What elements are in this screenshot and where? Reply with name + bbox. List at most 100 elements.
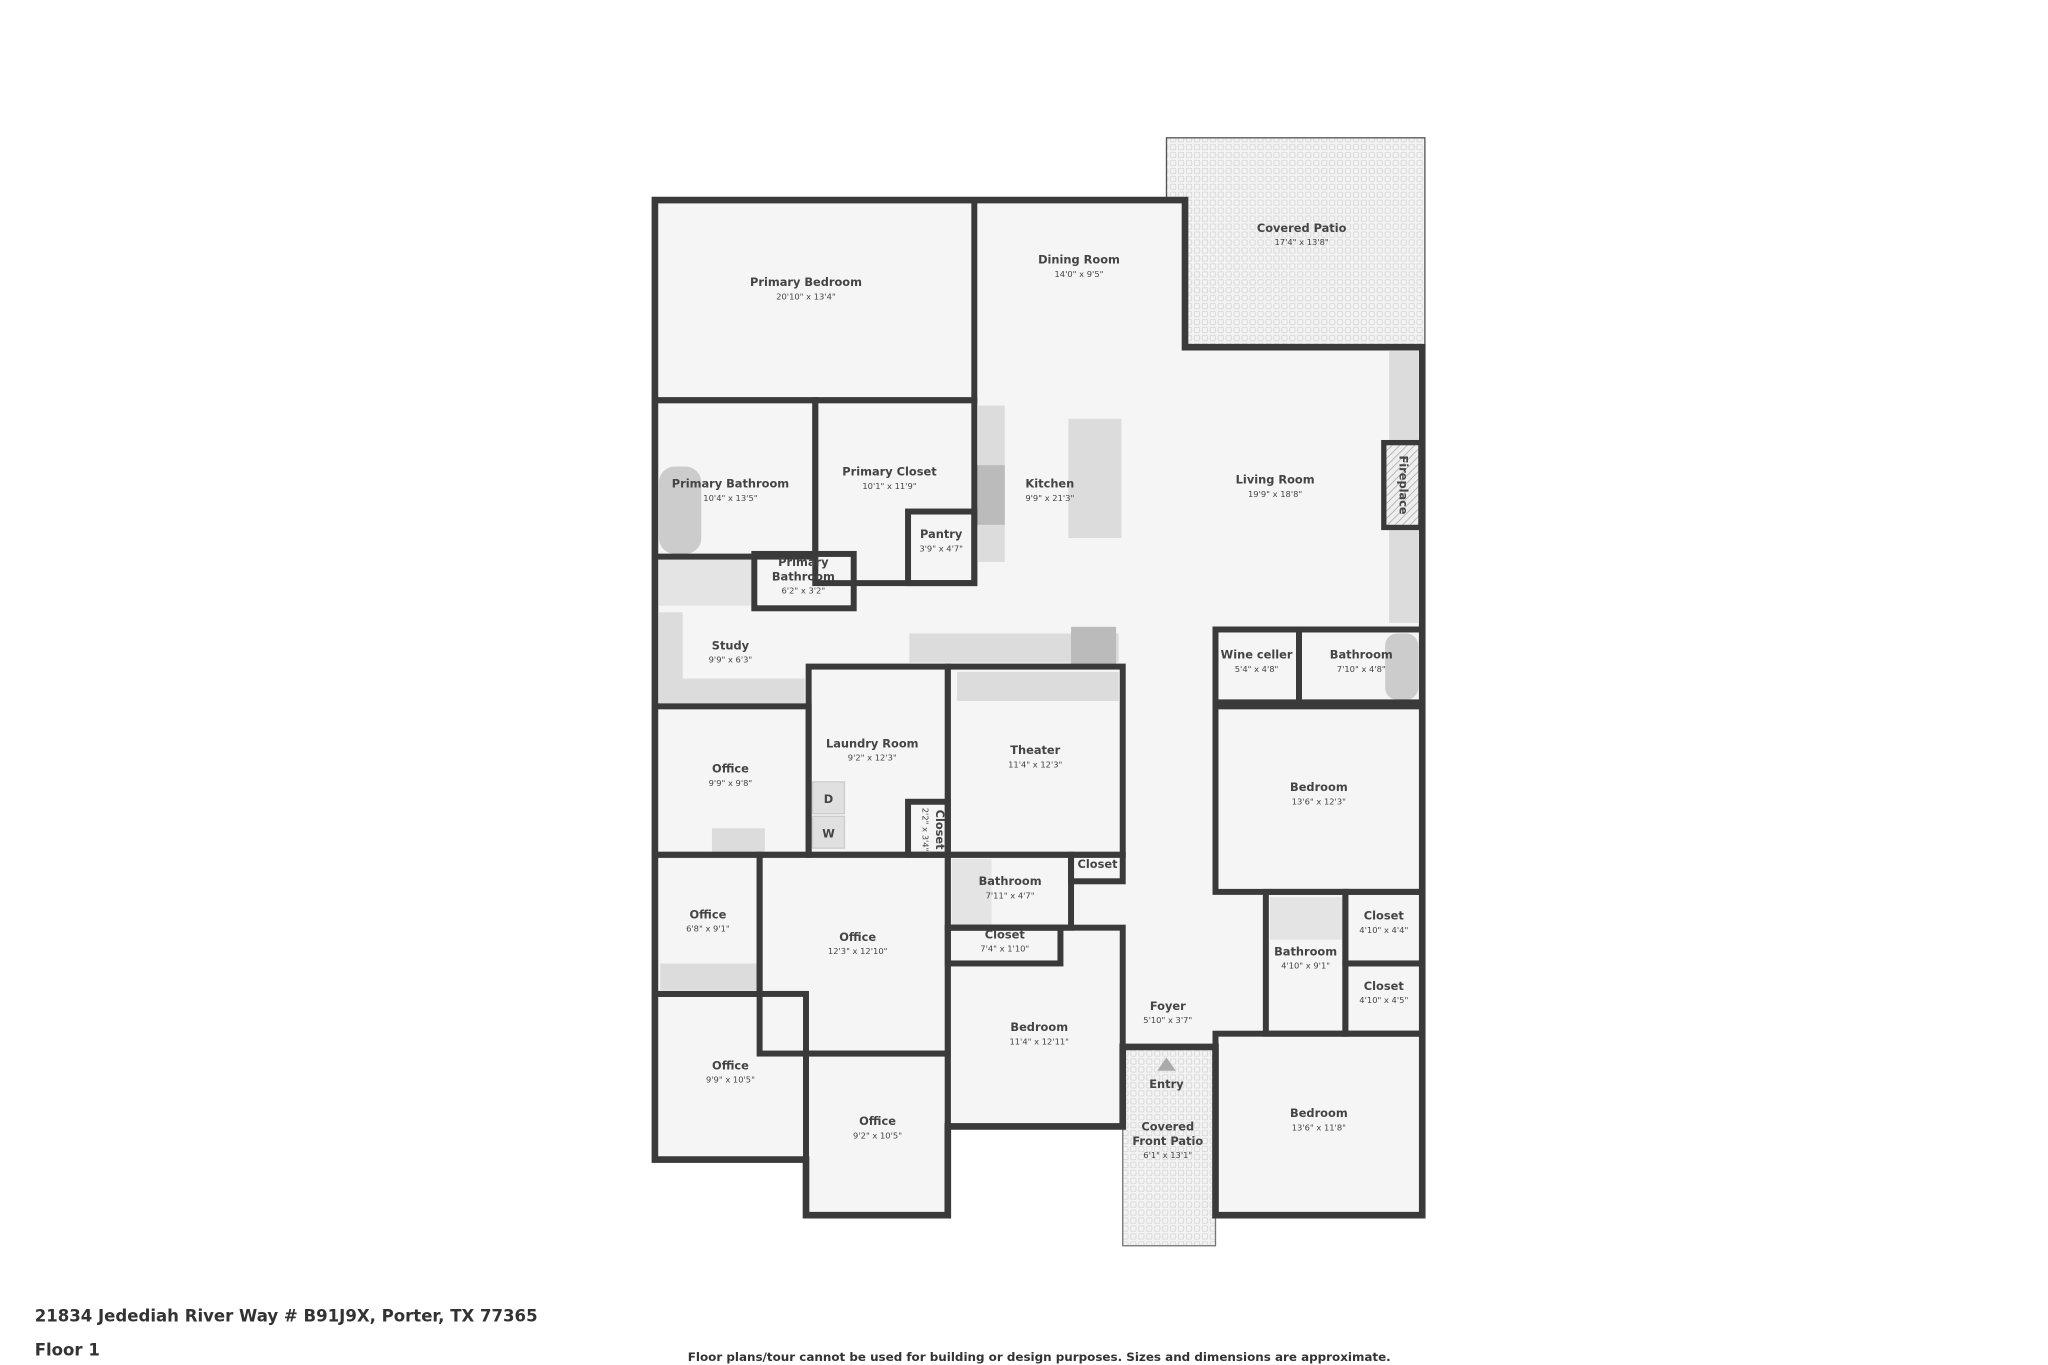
room-wine-celler: Wine celler 5'4" x 4'8": [1221, 648, 1293, 674]
entry-arrow-icon: [1157, 1057, 1176, 1071]
room-closet: Closet 7'4" x 1'10": [980, 927, 1029, 953]
room-label: Bathroom: [1330, 648, 1393, 662]
room-dimensions: 9'9" x 10'5": [706, 1075, 755, 1085]
room-dimensions: 6'8" x 9'1": [686, 924, 730, 934]
room-dimensions: 19'9" x 18'8": [1248, 489, 1302, 499]
shower-icon-2: [951, 858, 992, 926]
room-dimensions: 13'6" x 11'8": [1292, 1122, 1346, 1132]
room-primary-bathroom-walls: [751, 550, 857, 612]
fireplace-label: Fireplace: [1397, 455, 1411, 514]
room-dimensions: 7'11" x 4'7": [986, 891, 1035, 901]
bathtub-icon: [658, 466, 702, 554]
room-label: Office: [712, 1058, 749, 1072]
room-bathroom: Bathroom 4'10" x 9'1": [1274, 944, 1337, 970]
room-label: Study: [712, 638, 750, 652]
room-label: Closet: [1364, 979, 1405, 993]
room-dimensions: 14'0" x 9'5": [1055, 269, 1104, 279]
room-label: Closet: [985, 927, 1026, 941]
room-dimensions: 7'4" x 1'10": [980, 944, 1029, 954]
room-dimensions: 4'10" x 4'5": [1359, 995, 1408, 1005]
room-bathroom-walls: [1296, 626, 1426, 706]
room-bedroom: Bedroom 13'6" x 12'3": [1290, 780, 1348, 806]
room-label: Bedroom: [1010, 1020, 1068, 1034]
shower-icon: [658, 559, 752, 606]
room-pantry-walls: [905, 508, 978, 587]
room-office: Office 9'9" x 10'5": [706, 1058, 755, 1084]
room-closet: Closet: [1078, 857, 1119, 871]
room-dimensions: 20'10" x 13'4": [776, 292, 836, 302]
kitchen-island: [1068, 418, 1122, 539]
room-label: Bedroom: [1290, 1106, 1348, 1120]
room-covered-patio: Covered Patio 17'4" x 13'8": [1257, 221, 1347, 247]
room-dining-room: Dining Room 14'0" x 9'5": [1038, 253, 1120, 279]
room-label: Pantry: [920, 527, 963, 541]
room-label: Bedroom: [1290, 780, 1348, 794]
room-label: Bathroom: [1274, 944, 1337, 958]
office-desk-2: [711, 828, 765, 853]
room-pantry: Pantry 3'9" x 4'7": [919, 527, 963, 553]
room-dimensions: 3'9" x 4'7": [919, 543, 963, 553]
room-dimensions: 9'2" x 10'5": [853, 1130, 902, 1140]
room-label: Foyer: [1150, 999, 1186, 1013]
room-label: Wine celler: [1221, 648, 1293, 662]
floor-label: Floor 1: [35, 1341, 100, 1360]
room-label: Laundry Room: [826, 736, 918, 750]
room-label: Primary Bathroom: [672, 477, 789, 491]
room-label: Office: [712, 762, 749, 776]
room-dimensions: 11'4" x 12'11": [1009, 1036, 1069, 1046]
room-closet-walls: [1068, 851, 1126, 885]
room-label: Kitchen: [1025, 477, 1074, 491]
dryer-label: D: [824, 792, 833, 806]
office-desk: [660, 963, 757, 990]
room-label: Covered Patio: [1257, 221, 1347, 235]
dryer-icon: [811, 781, 846, 815]
room-bathroom: Bathroom 7'10" x 4'8": [1330, 648, 1393, 674]
room-label: Office: [839, 930, 876, 944]
room-closet: Closet 4'10" x 4'5": [1359, 979, 1408, 1005]
room-label: Closet: [1364, 909, 1405, 923]
room-dimensions: 13'6" x 12'3": [1292, 796, 1346, 806]
room-primary-bathroom: Primary Bathroom 10'4" x 13'5": [672, 477, 789, 503]
stove-icon: [975, 465, 1005, 525]
room-bedroom: Bedroom 13'6" x 11'8": [1290, 1106, 1348, 1132]
room-dimensions: 6'1" x 13'1": [1143, 1150, 1192, 1160]
room-bedroom-walls: [944, 924, 1126, 1130]
entry-label: Entry: [1149, 1077, 1184, 1091]
room-office-walls: [803, 1050, 951, 1219]
bathtub-icon-2: [1385, 633, 1419, 700]
room-dimensions: 17'4" x 13'8": [1275, 237, 1329, 247]
room-bedroom-walls: [1212, 1030, 1426, 1219]
fridge-icon: [1071, 626, 1117, 664]
room-dimensions: 4'10" x 9'1": [1281, 961, 1330, 971]
address: 21834 Jedediah River Way # B91J9X, Porte…: [35, 1306, 538, 1325]
room-bedroom: Bedroom 11'4" x 12'11": [1009, 1020, 1069, 1046]
study-desk-2: [658, 678, 805, 706]
fireplace-icon: [1381, 439, 1424, 531]
room-dimensions: 4'10" x 4'4": [1359, 925, 1408, 935]
theater-counter: [957, 671, 1119, 702]
room-dimensions: 10'4" x 13'5": [703, 493, 757, 503]
room-dimensions: 5'4" x 4'8": [1235, 664, 1279, 674]
room-dimensions: 9'9" x 6'3": [709, 655, 753, 665]
room-label: Dining Room: [1038, 253, 1120, 267]
covered-patio-area: [1165, 137, 1426, 348]
room-primary-closet-walls: [812, 397, 978, 587]
room-dimensions: 7'10" x 4'8": [1337, 664, 1386, 674]
washer-icon: [811, 815, 846, 849]
room-dimensions: 9'9" x 9'8": [709, 778, 753, 788]
disclaimer: Floor plans/tour cannot be used for buil…: [688, 1350, 1391, 1364]
room-dimensions: 5'10" x 3'7": [1143, 1015, 1192, 1025]
room-foyer: Foyer 5'10" x 3'7": [1143, 999, 1192, 1025]
washer-label: W: [822, 827, 835, 841]
